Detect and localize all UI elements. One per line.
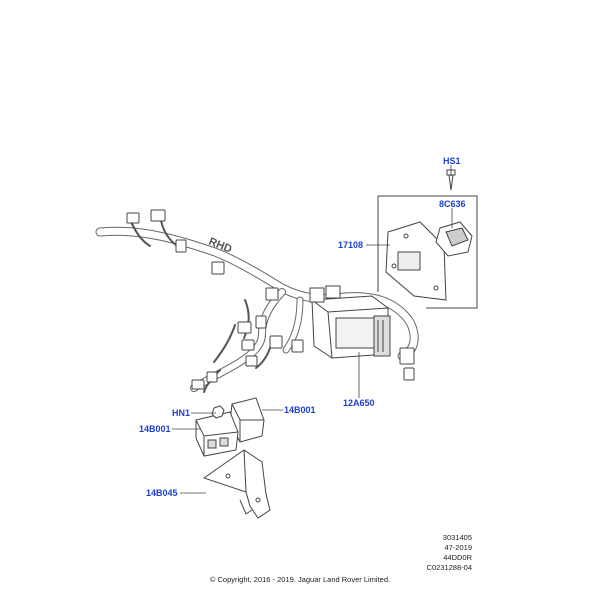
callout-8c636: 8C636 [439, 199, 466, 209]
reference-line-4: C0231288-04 [426, 563, 472, 572]
reference-line-2: 47-2019 [444, 543, 472, 552]
callout-hs1: HS1 [443, 156, 461, 166]
callout-14b045: 14B045 [146, 488, 178, 498]
nut-hn1 [211, 405, 225, 419]
reference-line-1: 3031405 [442, 533, 472, 542]
callout-14b001-left: 14B001 [139, 424, 171, 434]
bracket-17108 [385, 221, 447, 301]
control-module-12a650 [309, 285, 391, 359]
reference-line-3: 44DD0R [443, 553, 472, 562]
bracket-frame [377, 195, 478, 309]
callout-hn1: HN1 [172, 408, 191, 418]
bracket-14b045 [202, 449, 271, 519]
relay-14b001-left [195, 411, 239, 457]
harness-connectors [126, 209, 415, 390]
wiring-harness [95, 214, 419, 393]
callout-14b001-right: 14B001 [284, 405, 316, 415]
callout-17108: 17108 [338, 240, 364, 250]
leader-lines [172, 165, 453, 494]
callout-12a650: 12A650 [343, 398, 375, 408]
copyright-notice: © Copyright, 2016 - 2019. Jaguar Land Ro… [209, 575, 391, 584]
sensor-8c636 [435, 221, 473, 257]
